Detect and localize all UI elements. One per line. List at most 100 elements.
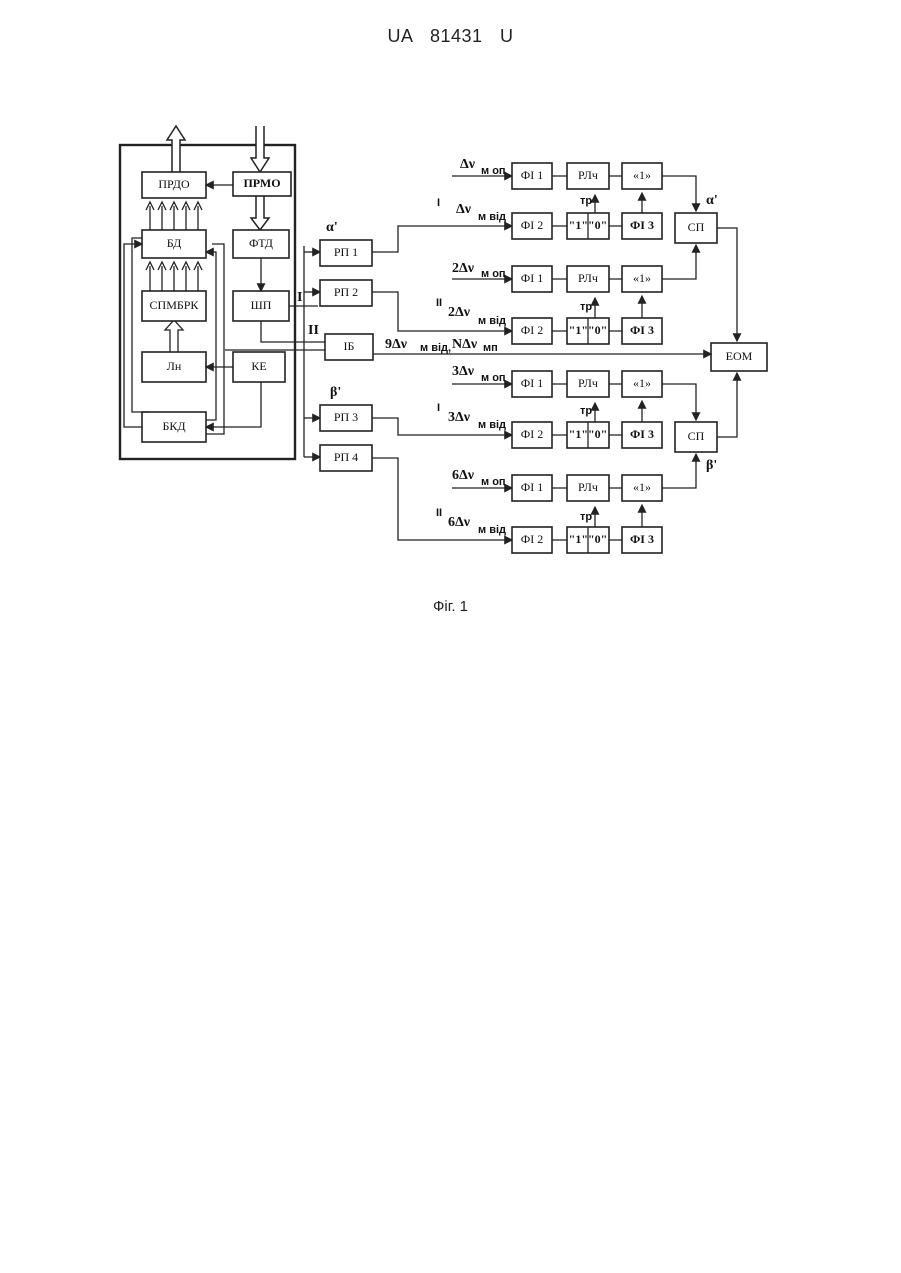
- prmo-ftd-double-arrow: [251, 196, 269, 230]
- block-sp-beta: СП: [675, 422, 717, 452]
- freq-label-3b: 3Δν м від: [448, 410, 506, 431]
- svg-text:ФІ 2: ФІ 2: [521, 427, 543, 441]
- label-tr-group: тр тр тр тр: [580, 195, 592, 523]
- label-group-II-a: ІІ: [436, 297, 442, 309]
- svg-text:ЕОМ: ЕОМ: [726, 349, 753, 363]
- input-double-arrow: [251, 126, 269, 172]
- output-double-arrow: [167, 126, 185, 172]
- block-shp: ШП: [233, 291, 289, 321]
- svg-text:NΔν: NΔν: [452, 337, 478, 352]
- svg-text:тр: тр: [580, 405, 592, 417]
- label-group-II-b: ІІ: [436, 507, 442, 519]
- svg-text:ФІ 2: ФІ 2: [521, 323, 543, 337]
- svg-text:ФІ 2: ФІ 2: [521, 532, 543, 546]
- block-rp2: РП 2: [320, 280, 372, 306]
- svg-text:ФІ 3: ФІ 3: [630, 323, 654, 337]
- label-alpha-sp: α': [706, 193, 718, 208]
- block-bd: БД: [142, 230, 206, 258]
- label-alpha: α': [326, 220, 338, 235]
- svg-text:м оп: м оп: [481, 165, 506, 177]
- spmbrk-bd-bus: [146, 262, 202, 291]
- block-sp-alpha: СП: [675, 213, 717, 243]
- svg-text:ФІ 3: ФІ 3: [630, 532, 654, 546]
- svg-text:6Δν: 6Δν: [448, 515, 471, 530]
- svg-text:м від: м від: [478, 419, 506, 431]
- svg-text:ПРМО: ПРМО: [243, 176, 280, 190]
- block-ln: Лн: [142, 352, 206, 382]
- svg-text:СП: СП: [688, 220, 705, 234]
- svg-text:9Δν: 9Δν: [385, 337, 408, 352]
- svg-text:Δν: Δν: [456, 202, 472, 217]
- block-prdo: ПРДО: [142, 172, 206, 198]
- block-eom: ЕОМ: [711, 343, 767, 371]
- block-bkd: БКД: [142, 412, 206, 442]
- ib-output-label: 9Δν м від, NΔν мп: [385, 337, 498, 354]
- freq-label-6b: 6Δν м від: [448, 515, 506, 536]
- svg-text:«1»: «1»: [633, 480, 651, 494]
- svg-text:м оп: м оп: [481, 268, 506, 280]
- svg-text:«1»: «1»: [633, 376, 651, 390]
- block-ib: ІБ: [325, 334, 373, 360]
- svg-text:РП 3: РП 3: [334, 410, 358, 424]
- svg-text:ФІ 1: ФІ 1: [521, 168, 543, 182]
- freq-label-2: 2Δν м оп: [452, 261, 506, 280]
- block-rp3: РП 3: [320, 405, 372, 431]
- svg-text:РП 1: РП 1: [334, 245, 358, 259]
- svg-text:ФІ 2: ФІ 2: [521, 218, 543, 232]
- svg-text:2Δν: 2Δν: [452, 261, 475, 276]
- svg-text:РЛч: РЛч: [578, 271, 598, 285]
- svg-text:м оп: м оп: [481, 372, 506, 384]
- svg-text:ФІ 3: ФІ 3: [630, 427, 654, 441]
- svg-text:тр: тр: [580, 511, 592, 523]
- svg-text:3Δν: 3Δν: [452, 364, 475, 379]
- svg-text:РЛч: РЛч: [578, 480, 598, 494]
- block-rp4: РП 4: [320, 445, 372, 471]
- label-beta-sp: β': [706, 458, 717, 473]
- svg-text:м від: м від: [478, 315, 506, 327]
- svg-text:мп: мп: [483, 342, 498, 354]
- bd-prdo-bus: [146, 202, 202, 230]
- block-spmbrk: СПМБРК: [142, 291, 206, 321]
- label-beta: β': [330, 385, 341, 400]
- svg-text:ФІ 1: ФІ 1: [521, 376, 543, 390]
- freq-label-1: Δν м оп: [460, 157, 506, 177]
- svg-text:ФІ 1: ФІ 1: [521, 271, 543, 285]
- svg-text:БКД: БКД: [162, 419, 185, 433]
- svg-text:ШП: ШП: [251, 298, 272, 312]
- block-ftd: ФТД: [233, 230, 289, 258]
- svg-text:6Δν: 6Δν: [452, 468, 475, 483]
- svg-text:м від,: м від,: [420, 342, 451, 354]
- svg-text:РП 4: РП 4: [334, 450, 358, 464]
- svg-text:м від: м від: [478, 524, 506, 536]
- label-group-I-a: І: [437, 197, 440, 209]
- svg-text:ФТД: ФТД: [249, 236, 273, 250]
- svg-text:СП: СП: [688, 429, 705, 443]
- svg-text:ФІ 3: ФІ 3: [630, 218, 654, 232]
- freq-label-6: 6Δν м оп: [452, 468, 506, 488]
- freq-label-3: 3Δν м оп: [452, 364, 506, 384]
- block-prmo: ПРМО: [233, 172, 291, 196]
- svg-text:ІБ: ІБ: [344, 339, 355, 353]
- svg-text:«1»: «1»: [633, 168, 651, 182]
- svg-text:м оп: м оп: [481, 476, 506, 488]
- distribution-bus: [304, 246, 320, 457]
- freq-label-2b: 2Δν м від: [448, 305, 506, 327]
- label-output-I: І: [297, 290, 302, 305]
- svg-text:РЛч: РЛч: [578, 168, 598, 182]
- svg-text:КЕ: КЕ: [251, 359, 266, 373]
- svg-text:СПМБРК: СПМБРК: [150, 298, 200, 312]
- label-group-I-b: І: [437, 402, 440, 414]
- svg-text:«1»: «1»: [633, 271, 651, 285]
- svg-text:ПРДО: ПРДО: [158, 177, 190, 191]
- svg-text:3Δν: 3Δν: [448, 410, 471, 425]
- svg-text:Лн: Лн: [167, 359, 182, 373]
- svg-text:Δν: Δν: [460, 157, 476, 172]
- svg-text:м від: м від: [478, 211, 506, 223]
- svg-text:тр: тр: [580, 195, 592, 207]
- freq-label-1b: Δν м від: [456, 202, 506, 223]
- svg-text:тр: тр: [580, 301, 592, 313]
- block-ke: КЕ: [233, 352, 285, 382]
- svg-text:РП 2: РП 2: [334, 285, 358, 299]
- label-output-II: ІІ: [308, 323, 319, 338]
